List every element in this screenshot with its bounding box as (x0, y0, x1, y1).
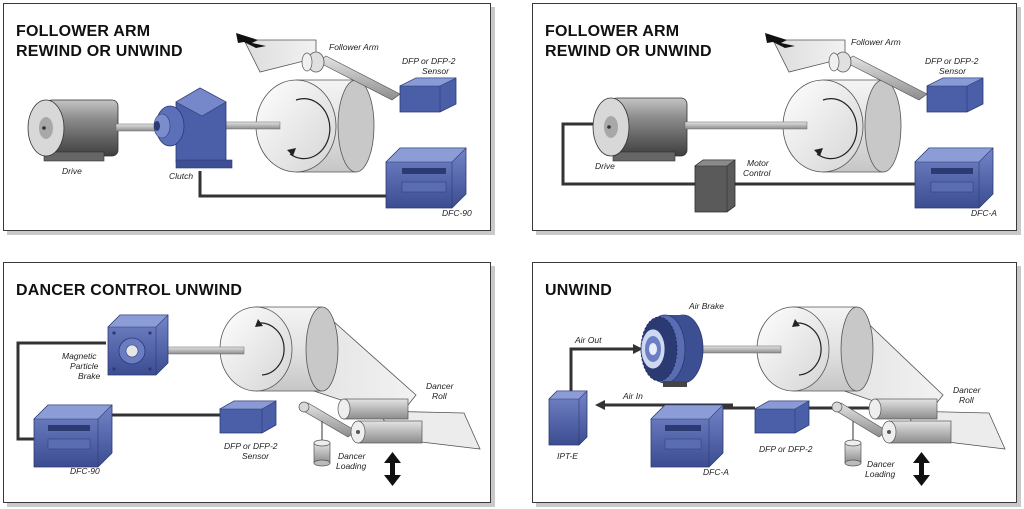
panel-title: UNWIND (545, 282, 612, 299)
label-air-out: Air Out (574, 335, 602, 345)
rotation-arrow (257, 322, 285, 376)
dfp-sensor (399, 77, 457, 113)
label-motor-control-line2: Control (743, 168, 772, 178)
panel-unwind: Air Brake Air Out Air In IPT-E DFC-A DFP… (532, 262, 1017, 503)
label-brake-line2: Particle (70, 361, 99, 371)
roll-shaft (692, 345, 782, 354)
panel-title: DANCER CONTROL UNWIND (16, 282, 243, 299)
dfp-sensor (218, 400, 278, 434)
dancer-arm (298, 401, 357, 443)
label-air-in: Air In (622, 391, 643, 401)
clutch (153, 87, 233, 169)
panel-title-line2: REWIND OR UNWIND (545, 43, 712, 60)
rotation-arrow (816, 98, 858, 160)
material-roll (782, 79, 902, 173)
dancer-roll (881, 420, 952, 444)
panel-title-line1: FOLLOWER ARM (545, 23, 680, 40)
label-sensor-line2: Sensor (939, 66, 967, 76)
label-follower-arm: Follower Arm (851, 37, 901, 47)
panel-title-line1: FOLLOWER ARM (16, 23, 151, 40)
up-down-arrow-icon (384, 452, 401, 486)
dancer-loading-cylinder (844, 439, 862, 467)
label-controller: DFC-A (971, 208, 997, 218)
idler-roller (868, 398, 938, 420)
label-motor-control-line1: Motor (747, 158, 770, 168)
panel-follower-arm-motor-control: Drive Motor Control Follower Arm DFP or … (532, 3, 1017, 231)
dfp-sensor (753, 400, 811, 434)
ipt-e-transducer (548, 390, 588, 446)
diagram-follower-arm-motor-control: Drive Motor Control Follower Arm DFP or … (561, 33, 997, 218)
dancer-roll (350, 420, 423, 444)
control-wire (198, 171, 386, 198)
panel-follower-arm-clutch: Drive Clutch Follower Arm DFP or DFP-2 S… (3, 3, 491, 231)
air-out-line (569, 347, 633, 391)
drive-motor (592, 97, 688, 162)
roll-shaft (221, 121, 281, 130)
label-brake-line1: Magnetic (62, 351, 97, 361)
follower-arm (301, 51, 401, 101)
label-air-brake: Air Brake (688, 301, 724, 311)
panel-title-line2: REWIND OR UNWIND (16, 43, 183, 60)
label-sensor: DFP or DFP-2 (759, 444, 813, 454)
label-follower-arm: Follower Arm (329, 42, 379, 52)
roll-shaft (161, 346, 245, 355)
label-dancer-loading-line1: Dancer (338, 451, 367, 461)
panel-dancer-control-unwind: Magnetic Particle Brake DFC-90 DFP or DF… (3, 262, 491, 503)
drive-shaft (684, 121, 808, 130)
label-dancer-loading-line2: Loading (865, 469, 896, 479)
air-brake (640, 314, 704, 387)
label-dancer-roll-line1: Dancer (953, 385, 982, 395)
web-direction-arrow (236, 33, 266, 48)
label-dancer-roll-line2: Roll (432, 391, 448, 401)
label-controller: DFC-90 (70, 466, 100, 476)
label-dancer-roll-line1: Dancer (426, 381, 455, 391)
drive-motor (27, 99, 119, 162)
dfc-90-controller (33, 404, 113, 468)
material-roll (255, 79, 375, 173)
dfp-sensor (926, 77, 984, 113)
label-sensor-line1: DFP or DFP-2 (224, 441, 278, 451)
label-sensor-line2: Sensor (242, 451, 270, 461)
label-dancer-loading-line2: Loading (336, 461, 367, 471)
panel-title: FOLLOWER ARM REWIND OR UNWIND (16, 22, 183, 62)
diagram-unwind: Air Brake Air Out Air In IPT-E DFC-A DFP… (548, 301, 1006, 486)
up-down-arrow-icon (913, 452, 930, 486)
magnetic-particle-brake (107, 314, 169, 376)
motor-control (694, 159, 736, 213)
label-dancer-loading-line1: Dancer (867, 459, 896, 469)
diagram-dancer-control-unwind: Magnetic Particle Brake DFC-90 DFP or DF… (16, 306, 481, 486)
material-roll (219, 306, 339, 392)
label-controller: DFC-90 (442, 208, 472, 218)
dfc-a-controller (914, 147, 994, 209)
dancer-loading-cylinder (313, 439, 331, 467)
label-sensor-line2: Sensor (422, 66, 450, 76)
label-ipt: IPT-E (557, 451, 578, 461)
label-clutch: Clutch (169, 171, 193, 181)
material-roll (756, 306, 874, 392)
air-out-arrow-icon (633, 344, 643, 354)
label-drive: Drive (595, 161, 615, 171)
brake-wire (16, 341, 106, 441)
label-brake-line3: Brake (78, 371, 100, 381)
rotation-arrow (794, 322, 822, 376)
air-in-arrow-icon (595, 400, 605, 410)
label-sensor-line1: DFP or DFP-2 (925, 56, 979, 66)
rotation-arrow (289, 98, 331, 160)
drive-wire (561, 122, 695, 186)
diagram-follower-arm-clutch: Drive Clutch Follower Arm DFP or DFP-2 S… (27, 33, 472, 218)
panel-title: FOLLOWER ARM REWIND OR UNWIND (545, 22, 712, 62)
follower-arm (828, 51, 928, 101)
label-controller: DFC-A (703, 467, 729, 477)
idler-roller (337, 398, 409, 420)
label-dancer-roll-line2: Roll (959, 395, 975, 405)
dfc-90-controller (385, 147, 467, 209)
label-drive: Drive (62, 166, 82, 176)
web-direction-arrow (765, 33, 795, 48)
dfc-a-controller (650, 404, 724, 468)
label-sensor-line1: DFP or DFP-2 (402, 56, 456, 66)
